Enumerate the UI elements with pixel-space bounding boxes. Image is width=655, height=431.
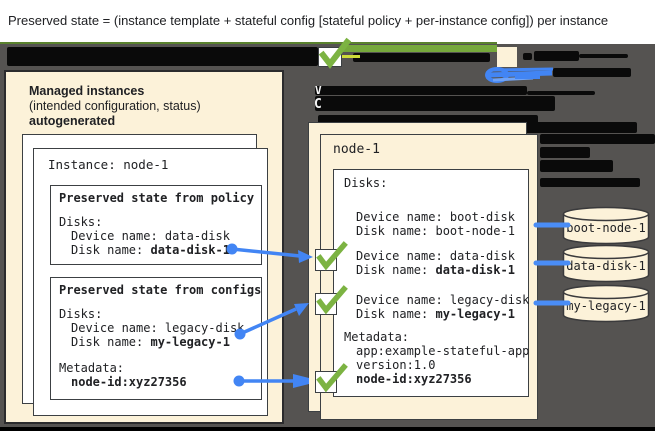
redaction-bar	[540, 134, 655, 144]
panel-heading: Managed instances(intended configuration…	[29, 84, 201, 129]
cylinder-icon	[562, 206, 650, 245]
checkbox-node-id	[315, 363, 348, 393]
yellow-dash	[342, 55, 360, 58]
text-line: (intended configuration, status)	[29, 99, 201, 113]
text-line: Disk name: data-disk-1	[71, 243, 230, 257]
text-line: autogenerated	[29, 114, 116, 128]
checkbox-data-disk	[315, 241, 348, 271]
redaction-bar	[353, 53, 490, 62]
title-bar: Preserved state = (instance template + s…	[0, 0, 655, 42]
text-line: Disk name: my-legacy-1	[71, 335, 230, 349]
diagram-title: Preserved state = (instance template + s…	[8, 13, 609, 28]
text-line: Device name: boot-disk	[356, 210, 515, 224]
text-line: Device name: data-disk	[356, 249, 515, 263]
managed-instances-panel: Managed instances(intended configuration…	[4, 70, 284, 424]
text-line: Metadata:	[59, 361, 125, 375]
text-line: Metadata:	[344, 330, 410, 344]
policy-box-title: Preserved state from policy	[59, 191, 255, 205]
redaction-bar	[540, 178, 640, 187]
cylinder-icon	[562, 244, 650, 283]
text-line: Disk name: data-disk-1	[356, 263, 515, 277]
text-line: Disks:	[344, 176, 388, 190]
text-line: node-id:xyz27356	[71, 375, 187, 389]
text-line: Managed instances	[29, 84, 145, 98]
redaction-bar	[315, 86, 527, 95]
legend-checkbox	[318, 37, 352, 69]
configs-box: Preserved state from configs Disks:Devic…	[50, 277, 262, 400]
checkmark-icon	[318, 37, 352, 69]
redaction-bar	[525, 122, 637, 133]
disk-cylinder-legacy: my-legacy-1	[562, 284, 650, 324]
redaction-bar	[540, 160, 613, 172]
redaction-bar	[7, 47, 318, 66]
disk-label: my-legacy-1	[566, 299, 646, 313]
text-line: Device name: legacy-disk	[71, 321, 245, 335]
policy-box: Preserved state from policy Disks:Device…	[50, 185, 262, 265]
text-line: Disks:	[59, 307, 103, 321]
checkmark-icon	[316, 285, 348, 315]
redaction-bar	[579, 54, 628, 58]
redaction-bar	[523, 53, 532, 60]
redaction-bar	[315, 96, 555, 111]
cylinder-icon	[562, 284, 650, 323]
legend-text-fragment: C	[314, 97, 322, 112]
redaction-bar	[553, 68, 631, 77]
redaction-bar	[540, 147, 590, 158]
redaction-bar	[318, 115, 538, 124]
text-line: node-id:xyz27356	[356, 372, 472, 386]
green-divider-line	[0, 42, 497, 45]
disk-label: boot-node-1	[566, 221, 646, 235]
blue-scribble	[485, 67, 554, 83]
legend-text-fragment: V	[315, 84, 322, 97]
redaction-bar	[534, 51, 579, 61]
text-line: app:example-stateful-app	[356, 344, 530, 358]
redaction-bar	[527, 91, 595, 95]
checkbox-legacy-disk	[315, 285, 348, 315]
text-line: Device name: legacy-disk	[356, 293, 530, 307]
node-title: node-1	[333, 142, 380, 157]
bottom-border-bar	[0, 427, 655, 431]
instance-card: Instance: node-1 Preserved state from po…	[33, 148, 268, 416]
configs-box-title: Preserved state from configs	[59, 283, 262, 297]
instance-title: Instance: node-1	[48, 157, 169, 172]
legend-instance-swatch	[497, 47, 517, 67]
disk-label: data-disk-1	[566, 259, 646, 273]
disk-cylinder-boot: boot-node-1	[562, 206, 650, 246]
text-line: Disk name: boot-node-1	[356, 224, 515, 238]
checkmark-icon	[316, 241, 348, 271]
checkmark-icon	[316, 363, 348, 393]
text-line: version:1.0	[356, 358, 436, 372]
disk-cylinder-data: data-disk-1	[562, 244, 650, 284]
text-line: Disk name: my-legacy-1	[356, 307, 515, 321]
text-line: Disks:	[59, 215, 103, 229]
green-arrow-bar	[343, 45, 497, 52]
text-line: Device name: data-disk	[71, 229, 230, 243]
